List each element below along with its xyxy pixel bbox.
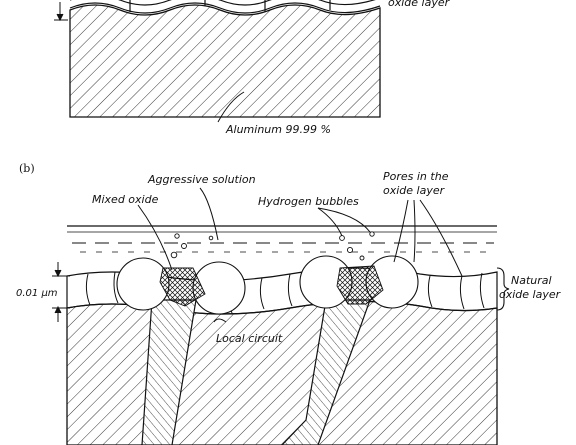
- natural-oxide-label-1: Natural: [511, 274, 552, 287]
- thickness-label: 0.01 µm: [16, 288, 58, 299]
- oxide-domes: [116, 255, 419, 315]
- hydrogen-label: Hydrogen bubbles: [258, 195, 359, 208]
- solution-label: Aggressive solution: [147, 173, 256, 186]
- panel-a-thickness-marker: [54, 2, 68, 22]
- panel-b-aluminum-substrate: [66, 300, 498, 445]
- mixed-oxide-label: Mixed oxide: [92, 193, 159, 206]
- panel-a-aluminum-block: [69, 4, 381, 118]
- panel-a-oxide-band: [69, 0, 381, 14]
- panel-b: (b): [16, 162, 562, 445]
- natural-oxide-brace: [496, 267, 510, 311]
- panel-a-metal-label: Aluminum 99.99 %: [225, 123, 331, 136]
- panel-a-metal-leader: [217, 91, 245, 123]
- pores-label-2: oxide layer: [383, 184, 446, 197]
- panel-b-letter: (b): [19, 162, 35, 175]
- natural-oxide-label-2: oxide layer: [499, 288, 562, 301]
- local-circuit-label: Local circuit: [216, 332, 283, 345]
- panel-a: oxide layer Aluminum 99.99 %: [54, 0, 451, 136]
- hydrogen-bubbles: [170, 231, 375, 261]
- thickness-marker: [52, 262, 70, 322]
- panel-a-oxide-label: oxide layer: [388, 0, 451, 9]
- leader-lines: [137, 187, 463, 323]
- pores-label-1: Pores in the: [383, 170, 449, 183]
- solution-layer: [67, 225, 497, 253]
- mixed-oxide-zones: [159, 265, 384, 307]
